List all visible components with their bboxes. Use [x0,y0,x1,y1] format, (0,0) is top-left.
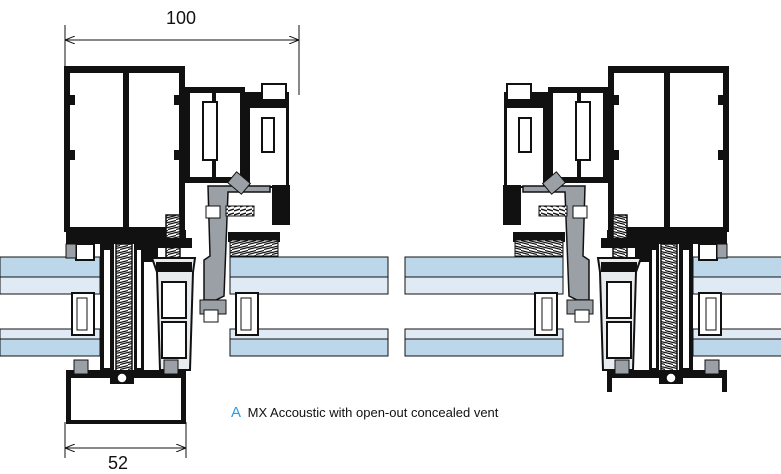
right-section [404,66,781,392]
dimension-bottom [64,422,187,458]
left-section [0,25,389,458]
glass-unit-center-left [229,256,389,357]
vent-sash-left [150,257,197,371]
lower-frame-left [65,214,192,375]
mullion-grey-right [513,171,594,323]
glass-pane-right [692,256,781,357]
frame-profile-left [64,66,185,232]
mullion-outer-left [185,83,290,225]
frame-profile-right [608,66,729,232]
glass-pane-left [0,256,101,357]
bottom-profile-left [66,359,186,424]
mullion-outer-right [503,83,608,225]
dimension-top [64,25,300,95]
bottom-clip-right [607,359,727,392]
lower-frame-right [601,214,728,375]
dimension-bottom-label: 52 [108,453,129,473]
caption-letter: A [231,404,242,421]
vent-sash-right [596,257,643,371]
glass-unit-center-right [404,256,564,357]
caption-text: MX Accoustic with open-out concealed ven… [247,405,499,420]
caption: A MX Accoustic with open-out concealed v… [231,404,498,421]
dimension-top-label: 100 [166,8,197,28]
mullion-grey-left [199,171,280,323]
